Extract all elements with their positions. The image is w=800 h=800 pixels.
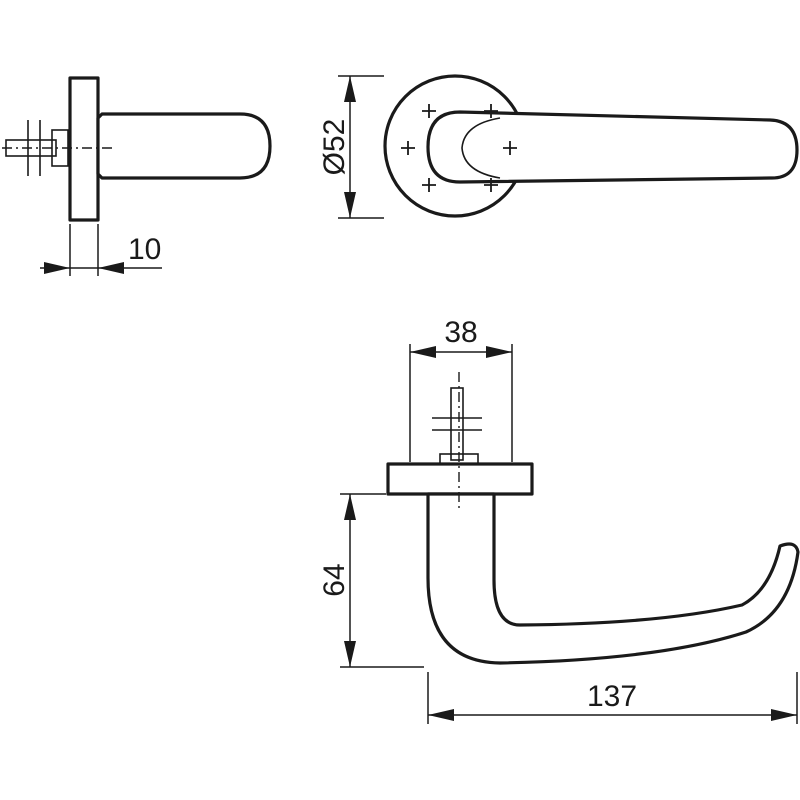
- elev-spindle-shaft: [450, 387, 464, 461]
- elev-lever: [426, 492, 800, 665]
- dim-38-arrow-right: [486, 346, 512, 358]
- dim-137-arrow-right: [771, 709, 797, 721]
- dim-64-arrow-bottom: [344, 641, 356, 667]
- front-lever: [426, 110, 799, 184]
- elevation-view: 38 64 137: [318, 316, 800, 724]
- dim-52-arrow-top: [344, 76, 356, 102]
- dim-label-rose-thickness: 10: [128, 233, 161, 266]
- dim-label-spindle-width: 38: [444, 316, 477, 349]
- front-view: Ø52: [318, 74, 799, 219]
- side-rose-plate: [68, 76, 100, 222]
- elev-rose-plate: [386, 462, 534, 496]
- side-view: 10: [2, 76, 272, 276]
- dim-label-lever-length: 137: [587, 680, 637, 713]
- screw-mark: [484, 178, 498, 192]
- dim-137-arrow-left: [428, 709, 454, 721]
- dim-10-arrow-left: [44, 262, 70, 274]
- dim-label-rose-diameter: Ø52: [318, 119, 351, 176]
- screw-mark: [422, 178, 436, 192]
- dim-10-arrow-right: [98, 262, 124, 274]
- screw-mark: [503, 141, 517, 155]
- dim-52-arrow-bottom: [344, 192, 356, 218]
- front-lever-neck: [461, 117, 501, 179]
- dim-64-arrow-top: [344, 494, 356, 520]
- side-lever-profile: [96, 112, 272, 180]
- screw-mark: [422, 104, 436, 118]
- screw-marks: [401, 104, 517, 192]
- dim-38-arrow-left: [410, 346, 436, 358]
- dim-label-lever-height: 64: [318, 563, 351, 596]
- screw-mark: [484, 104, 498, 118]
- screw-mark: [401, 141, 415, 155]
